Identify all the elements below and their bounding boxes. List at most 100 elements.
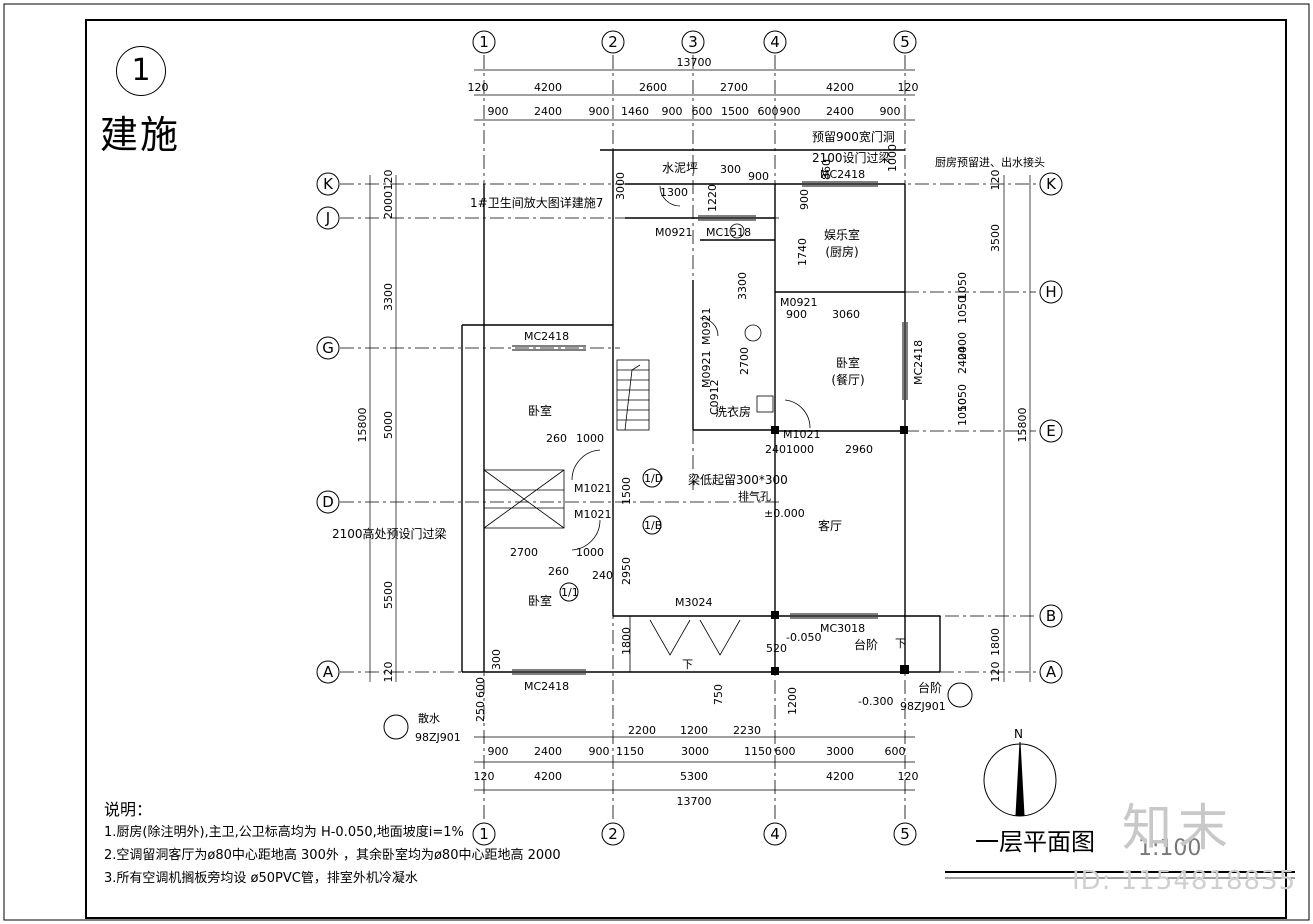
dim-top-detail-0: 900 xyxy=(488,105,509,118)
notes-title: 说明： xyxy=(104,800,153,819)
opening-c0912: C0912 xyxy=(708,379,721,415)
drawing-title: 一层平面图 xyxy=(975,828,1095,856)
note-bath-detail: 1#卫生间放大图详建施7 xyxy=(470,195,603,210)
note-elev-terrace: -0.050 xyxy=(786,631,821,644)
right-dimensions: 15800 120 3500 1050 2400 1050 1800 120 xyxy=(956,170,1029,683)
dim-inner-19: 260 xyxy=(546,432,567,445)
dim-inner-1: 900 xyxy=(748,170,769,183)
dim-top-detail-1: 2400 xyxy=(534,105,562,118)
note-down-1: 下 xyxy=(682,658,693,671)
dim-bottom-axis-3: 4200 xyxy=(826,770,854,783)
dim-inner-20: 1000 xyxy=(576,432,604,445)
left-dimensions: 15800 120 2000 3300 5000 5500 120 xyxy=(356,170,395,683)
opening-mc1518: MC1518 xyxy=(706,226,751,239)
dim-right-total: 15800 xyxy=(1016,408,1029,443)
dim-inner-28: 520 xyxy=(766,642,787,655)
dim-left-axis-2: 3300 xyxy=(382,283,395,311)
door-swings xyxy=(571,185,811,551)
axis-row-e-right: E xyxy=(1046,422,1055,440)
dim-inner-30: 1200 xyxy=(680,724,708,737)
room-terrace-1: 台阶 xyxy=(854,637,878,652)
opening-mc2418-g: MC2418 xyxy=(524,330,569,343)
dim-top-detail-2: 900 xyxy=(589,105,610,118)
ref-1b: 1/B xyxy=(644,519,662,532)
dim-bottom-total: 13700 xyxy=(677,795,712,808)
dim-inner-16: 240 xyxy=(765,443,786,456)
axis-row-h-right: H xyxy=(1045,283,1056,301)
opening-m0921-1: M0921 xyxy=(655,226,693,239)
dim-top-detail-8: 900 xyxy=(780,105,801,118)
opening-labels: MC2418 MC2418 MC2418 MC2418 M0921 M0921 … xyxy=(524,168,925,693)
dim-inner-36: 300 xyxy=(490,649,503,670)
note-exhaust: 排气孔 xyxy=(738,489,771,503)
axis-col-2: 2 xyxy=(608,33,618,51)
axis-labels: 1 2 3 4 5 1 2 4 5 K J G D A K H E B A xyxy=(322,33,1057,843)
axis-row-k: K xyxy=(323,175,334,193)
room-terrace-2: 台阶 xyxy=(918,680,942,695)
axis-row-k-right: K xyxy=(1046,175,1057,193)
drawing-scale: 1:100 xyxy=(1138,836,1202,861)
ref-1d: 1/D xyxy=(644,472,663,485)
axis-row-d: D xyxy=(322,493,334,511)
dim-right-axis-5: 1800 xyxy=(989,628,1002,656)
note-beam-hole: 梁低起留300*300 xyxy=(688,472,788,487)
dim-bottom-detail-8: 600 xyxy=(885,745,906,758)
dim-inner-17: 1000 xyxy=(786,443,814,456)
bottom-dimensions: 900 2400 900 1150 3000 1150 600 3000 600… xyxy=(474,745,919,808)
room-living: 客厅 xyxy=(818,518,842,533)
windows xyxy=(512,181,908,675)
opening-m0921-2: M0921 xyxy=(780,296,818,309)
columns xyxy=(771,426,909,675)
dim-bottom-detail-6: 600 xyxy=(775,745,796,758)
axis-row-b-right: B xyxy=(1046,607,1056,625)
dim-left-axis-0: 120 xyxy=(382,170,395,191)
note-drain: 散水 xyxy=(418,711,440,725)
dim-inner-8: 3300 xyxy=(736,272,749,300)
axis-row-a: A xyxy=(323,663,334,681)
room-bedroom-2: 卧室 xyxy=(528,593,552,608)
room-entertainment: 娱乐室 xyxy=(824,227,860,242)
room-dining-sub: (餐厅) xyxy=(831,372,864,387)
dim-top-detail-9: 2400 xyxy=(826,105,854,118)
dim-inner-23: 1000 xyxy=(576,546,604,559)
dim-inner-2: 1300 xyxy=(660,186,688,199)
dim-inner-12: 1050 xyxy=(956,272,969,300)
note-down-2: 下 xyxy=(895,637,906,650)
axis-col-5: 5 xyxy=(900,33,910,51)
dim-right-axis-0: 120 xyxy=(989,170,1002,191)
dim-left-axis-4: 5500 xyxy=(382,581,395,609)
dim-top-detail-10: 900 xyxy=(880,105,901,118)
opening-m0921-4: M0921 xyxy=(700,351,713,389)
note-elev-zero: ±0.000 xyxy=(764,507,805,520)
dim-inner-11: 3060 xyxy=(832,308,860,321)
dim-inner-3: 1000 xyxy=(886,144,899,172)
north-arrow xyxy=(983,741,1057,817)
axis-col-3: 3 xyxy=(688,33,698,51)
car-bay xyxy=(483,469,565,529)
ref-11: 1/1 xyxy=(561,586,579,599)
dim-inner-31: 2230 xyxy=(733,724,761,737)
dim-top-detail-6: 1500 xyxy=(721,105,749,118)
dim-inner-24: 260 xyxy=(548,565,569,578)
dim-bottom-axis-1: 4200 xyxy=(534,770,562,783)
sheet-outer-border xyxy=(3,3,1310,921)
dim-inner-10: 900 xyxy=(786,308,807,321)
inner-dimensions: 300 900 1300 1000 860 1220 900 3000 3300… xyxy=(474,144,969,737)
opening-mc2418-a: MC2418 xyxy=(524,680,569,693)
dim-inner-27: 1800 xyxy=(620,627,633,655)
room-labels: 卧室 卧室 卧室 (餐厅) 娱乐室 (厨房) 客厅 洗衣房 水泥坪 台阶 台阶 xyxy=(528,161,942,695)
dim-right-axis-4: 1050 xyxy=(956,398,969,426)
axis-col-1-bottom: 1 xyxy=(479,825,489,843)
opening-mc3018: MC3018 xyxy=(820,622,865,635)
dim-top-detail-4: 900 xyxy=(662,105,683,118)
dim-left-axis-5: 120 xyxy=(382,662,395,683)
axis-col-1: 1 xyxy=(479,33,489,51)
axis-col-4-bottom: 4 xyxy=(770,825,780,843)
notes-block: 说明： 1.厨房(除注明外),主卫,公卫标高均为 H-0.050,地面坡度i=1… xyxy=(104,798,561,890)
axis-col-2-bottom: 2 xyxy=(608,825,618,843)
sheet-tag: 建施 xyxy=(100,113,181,157)
dim-bottom-detail-3: 1150 xyxy=(616,745,644,758)
dim-inner-4: 860 xyxy=(820,159,833,180)
dim-inner-13: 2400 xyxy=(956,332,969,360)
dim-inner-34: 250 xyxy=(474,701,487,722)
